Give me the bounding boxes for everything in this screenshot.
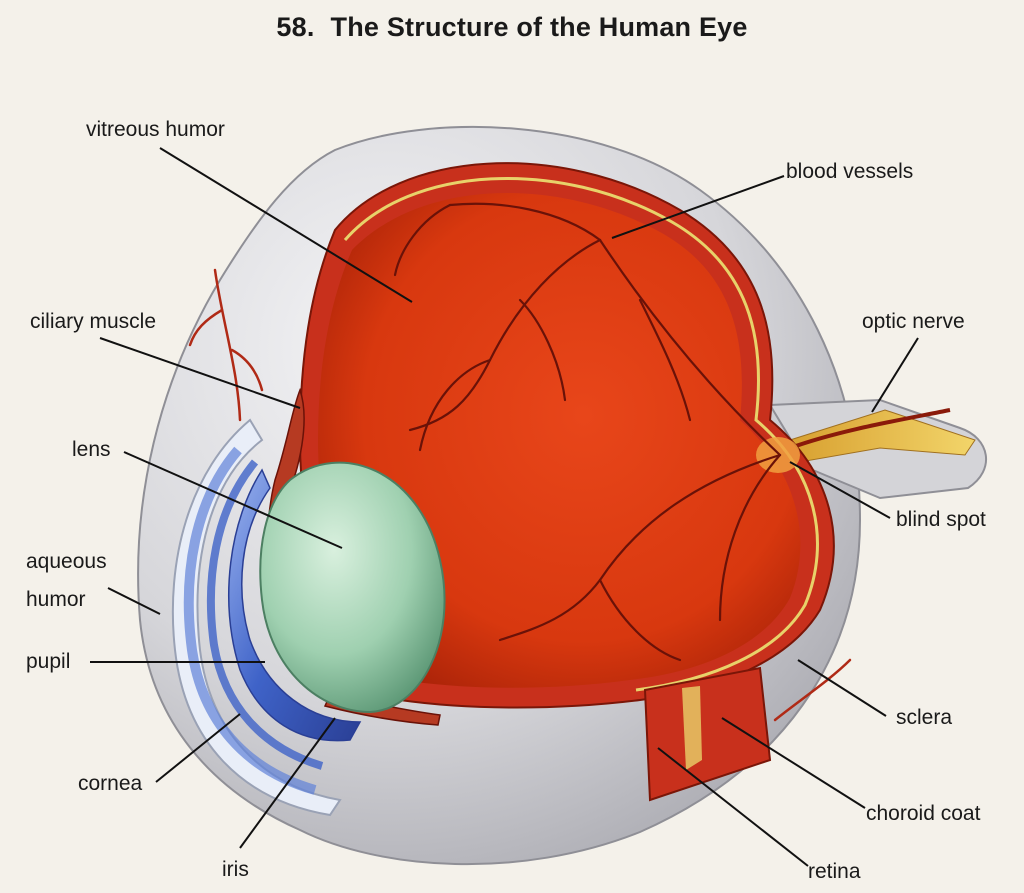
- line-sclera: [797, 659, 887, 717]
- label-pupil: pupil: [26, 650, 71, 673]
- label-cornea: cornea: [78, 772, 143, 795]
- aqueous-stripe: [183, 446, 317, 795]
- label-blind-spot: blind spot: [896, 508, 986, 531]
- page-title: 58. The Structure of the Human Eye: [0, 12, 1024, 43]
- label-lens: lens: [72, 438, 111, 461]
- line-optic-nerve: [871, 337, 919, 413]
- line-cornea: [155, 713, 241, 783]
- label-vitreous-humor: vitreous humor: [86, 118, 225, 141]
- cut-wedge: [643, 666, 772, 802]
- aqueous-stripe-2: [206, 459, 324, 770]
- label-sclera: sclera: [896, 706, 953, 729]
- retinal-vessels: [393, 202, 782, 662]
- label-aqueous-humor-line1: aqueous: [26, 550, 107, 573]
- line-choroid-coat: [721, 717, 866, 809]
- line-ciliary-muscle: [99, 337, 301, 409]
- line-blind-spot: [789, 461, 891, 519]
- label-iris: iris: [222, 858, 249, 881]
- line-vitreous-humor: [159, 147, 413, 303]
- label-aqueous-humor-line2: humor: [26, 588, 86, 611]
- line-lens: [123, 451, 343, 549]
- line-iris: [239, 717, 336, 849]
- label-retina: retina: [808, 860, 861, 883]
- label-choroid-coat: choroid coat: [866, 802, 981, 825]
- iris-shape: [228, 468, 362, 742]
- sclera-vessels: [188, 268, 852, 722]
- optic-nerve-sheath: [768, 398, 987, 500]
- lens-shape: [259, 461, 446, 714]
- optic-vessel: [789, 408, 951, 450]
- retina-line: [343, 176, 819, 692]
- label-ciliary-muscle: ciliary muscle: [30, 310, 157, 333]
- leader-lines: [90, 147, 919, 867]
- line-aqueous-humor: [107, 587, 161, 615]
- line-blood-vessels: [611, 175, 785, 239]
- label-blood-vessels: blood vessels: [786, 160, 914, 183]
- title-text: The Structure of the Human Eye: [330, 12, 748, 42]
- label-optic-nerve: optic nerve: [862, 310, 965, 333]
- figure-number: 58.: [276, 12, 315, 42]
- line-retina: [657, 747, 809, 867]
- cut-wedge-retina: [682, 686, 702, 770]
